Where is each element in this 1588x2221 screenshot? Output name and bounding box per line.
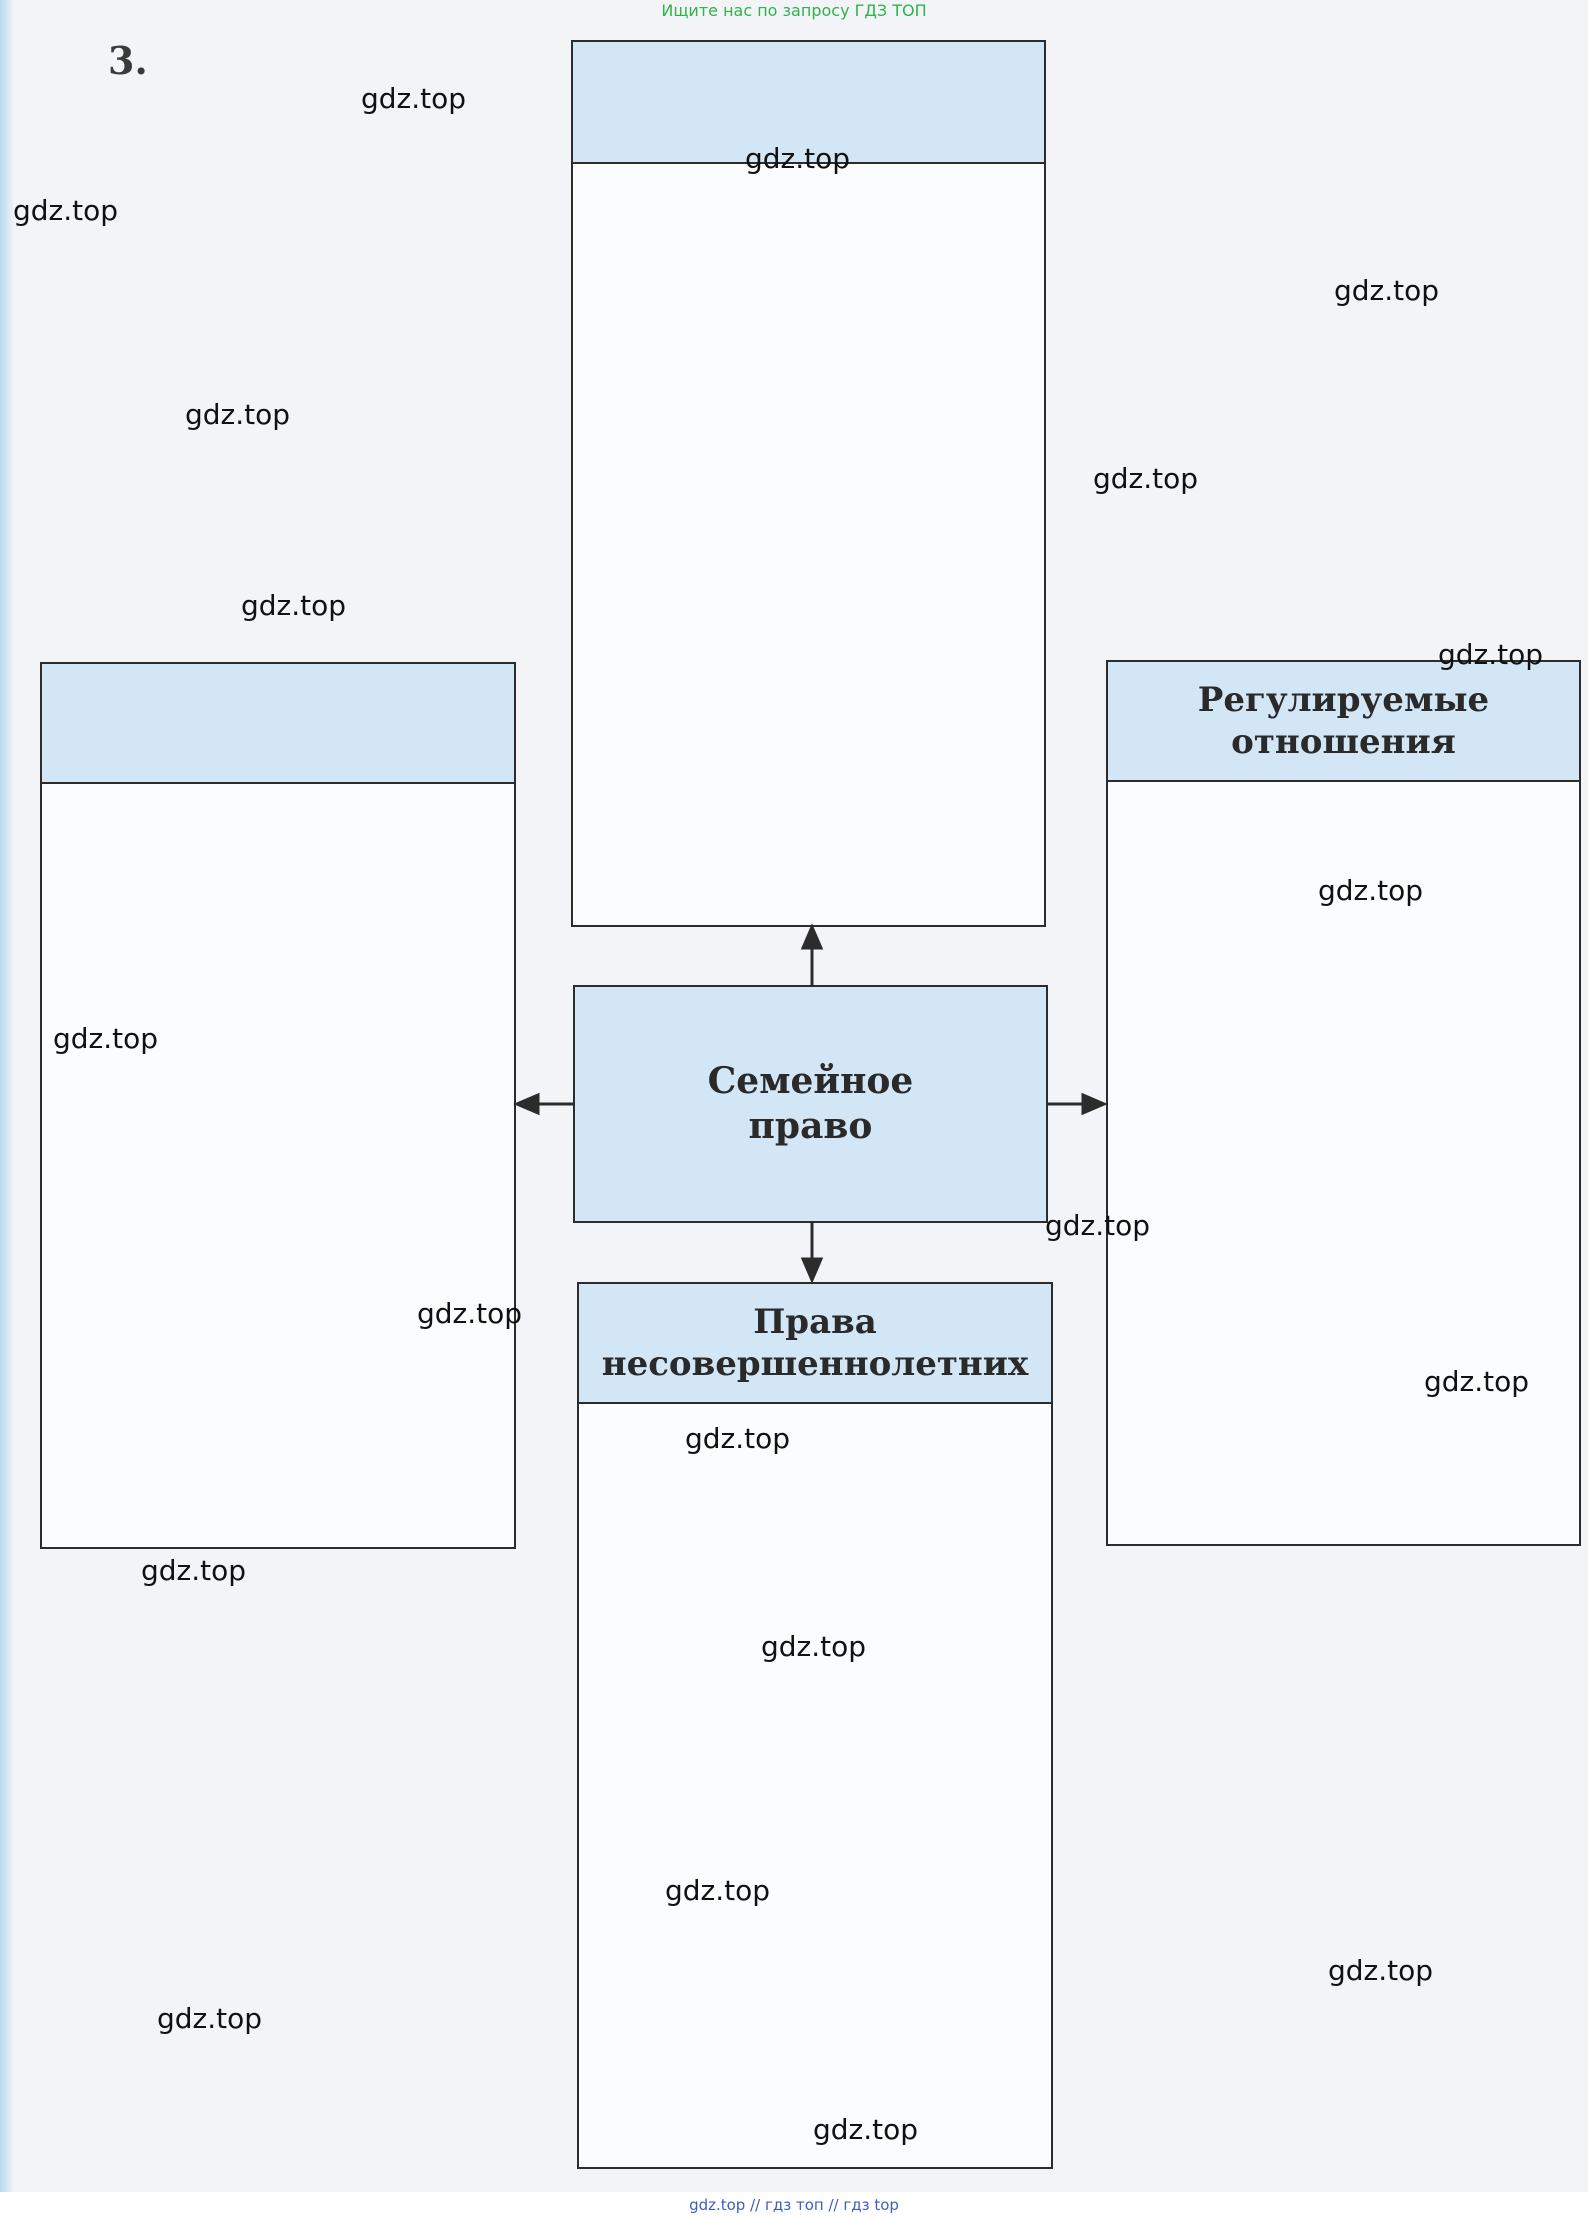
- watermark: gdz.top: [53, 1022, 159, 1055]
- top-banner[interactable]: Ищите нас по запросу ГДЗ ТОП: [661, 1, 927, 20]
- watermark: gdz.top: [241, 589, 347, 622]
- footer-links[interactable]: gdz.top // гдз топ // гдз top: [689, 2196, 899, 2214]
- watermark: gdz.top: [685, 1422, 791, 1455]
- right-box-header: Регулируемые отношения: [1108, 662, 1579, 782]
- footer-strip: [0, 2192, 1588, 2221]
- watermark: gdz.top: [1424, 1365, 1530, 1398]
- bottom-box: Права несовершеннолетних: [577, 1282, 1053, 2169]
- arrow-down: [800, 1223, 824, 1284]
- right-box: Регулируемые отношения: [1106, 660, 1581, 1546]
- watermark: gdz.top: [1045, 1209, 1151, 1242]
- center-box: Семейное право: [573, 985, 1048, 1223]
- right-box-title-line2: отношения: [1231, 722, 1456, 762]
- center-title-line2: право: [748, 1105, 873, 1147]
- task-number: 3.: [108, 38, 148, 83]
- top-box: [571, 40, 1046, 927]
- watermark: gdz.top: [13, 194, 119, 227]
- right-box-title-line1: Регулируемые: [1197, 679, 1490, 720]
- watermark: gdz.top: [1334, 274, 1440, 307]
- watermark: gdz.top: [417, 1297, 523, 1330]
- watermark: gdz.top: [185, 398, 291, 431]
- watermark: gdz.top: [157, 2002, 263, 2035]
- left-box: [40, 662, 516, 1549]
- bottom-box-title-line2: несовершеннолетних: [601, 1344, 1029, 1384]
- bottom-box-header: Права несовершеннолетних: [579, 1284, 1051, 1404]
- watermark: gdz.top: [1318, 874, 1424, 907]
- watermark: gdz.top: [1438, 638, 1544, 671]
- watermark: gdz.top: [1093, 462, 1199, 495]
- watermark: gdz.top: [745, 142, 851, 175]
- watermark: gdz.top: [813, 2113, 919, 2146]
- page-edge-shadow: [0, 0, 14, 2221]
- bottom-box-title-line1: Права: [753, 1301, 877, 1342]
- arrow-up: [800, 923, 824, 985]
- watermark: gdz.top: [665, 1874, 771, 1907]
- center-title-line1: Семейное: [707, 1060, 914, 1102]
- top-box-header: [573, 42, 1044, 164]
- left-box-header: [42, 664, 514, 784]
- watermark: gdz.top: [141, 1554, 247, 1587]
- arrow-left: [513, 1092, 573, 1116]
- watermark: gdz.top: [361, 82, 467, 115]
- watermark: gdz.top: [1328, 1954, 1434, 1987]
- arrow-right: [1048, 1092, 1108, 1116]
- watermark: gdz.top: [761, 1630, 867, 1663]
